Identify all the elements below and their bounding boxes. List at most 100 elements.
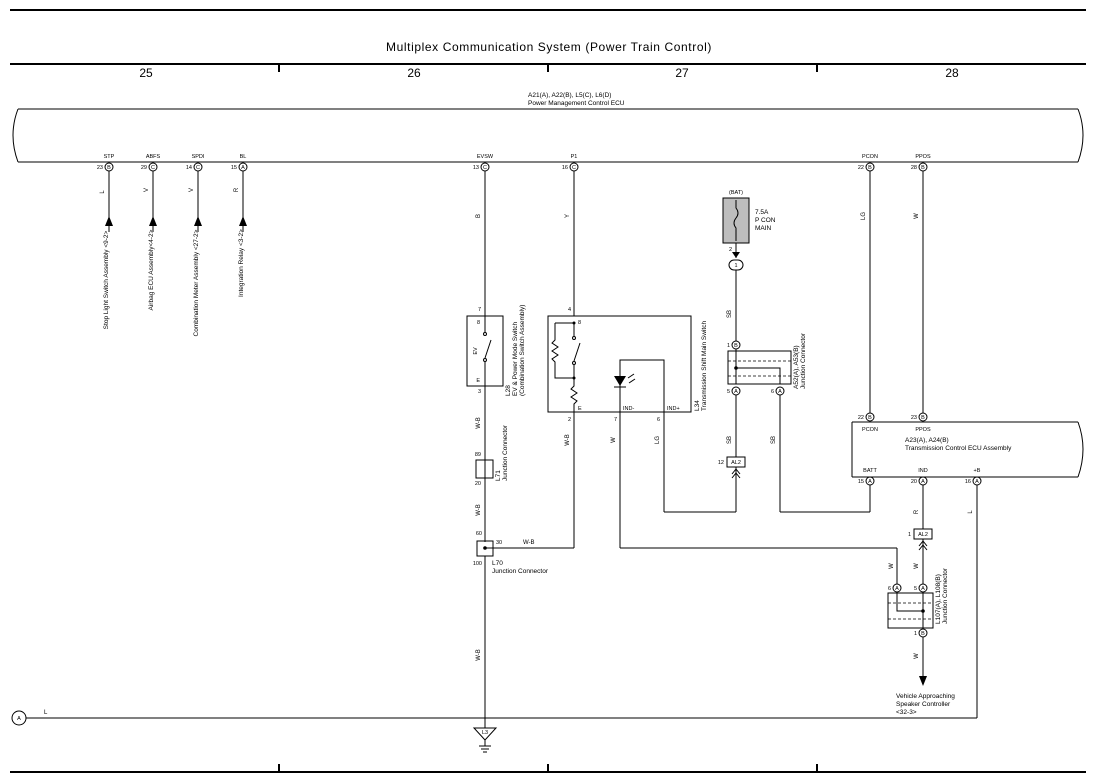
svg-text:60: 60: [476, 531, 482, 537]
svg-text:BATT: BATT: [863, 468, 877, 474]
svg-text:R: R: [234, 187, 240, 192]
svg-text:23: 23: [911, 415, 917, 421]
svg-text:12: 12: [718, 460, 724, 466]
svg-text:B: B: [476, 214, 482, 218]
svg-text:A21(A), A22(B), L5(C), L6(D): A21(A), A22(B), L5(C), L6(D): [528, 92, 611, 99]
svg-text:E: E: [578, 406, 582, 412]
svg-text:100: 100: [473, 561, 482, 567]
svg-text:30: 30: [496, 540, 502, 546]
svg-text:SPDI: SPDI: [192, 154, 205, 160]
svg-text:L34: L34: [694, 400, 701, 411]
power-management-ecu: A21(A), A22(B), L5(C), L6(D) Power Manag…: [12, 92, 1084, 163]
abfs-wire: V Airbag ECU Assembly<4-2>: [144, 171, 157, 310]
svg-text:PPOS: PPOS: [915, 154, 931, 160]
svg-text:A: A: [778, 389, 782, 395]
svg-text:Integration Relay <3-2>: Integration Relay <3-2>: [238, 229, 245, 297]
svg-text:W: W: [611, 437, 617, 443]
svg-text:20: 20: [475, 481, 481, 487]
ind-wire: R AL2 1 W: [908, 485, 933, 584]
svg-text:Transmission Shift Main Switch: Transmission Shift Main Switch: [701, 321, 708, 411]
svg-text:Combination Meter Assembly <27: Combination Meter Assembly <27-2>: [193, 229, 200, 336]
svg-text:14: 14: [186, 165, 192, 171]
svg-text:B: B: [868, 165, 872, 171]
svg-text:L28: L28: [505, 385, 512, 396]
svg-text:Stop Light Switch Assembly <9-: Stop Light Switch Assembly <9-2>: [103, 230, 110, 329]
svg-text:A: A: [241, 165, 245, 171]
svg-text:A52(A), A53(B): A52(A), A53(B): [793, 345, 800, 389]
svg-text:W: W: [914, 653, 920, 659]
svg-text:V: V: [189, 188, 195, 192]
svg-text:ABFS: ABFS: [146, 154, 161, 160]
speaker-wire: W Vehicle Approaching Speaker Controller…: [896, 637, 955, 716]
svg-text:1: 1: [908, 532, 911, 538]
svg-text:IND+: IND+: [667, 406, 680, 412]
svg-text:EV & Power Mode Switch: EV & Power Mode Switch: [512, 322, 519, 396]
a52-right-wire: SB: [771, 395, 871, 513]
grid-col-28: 28: [945, 66, 959, 80]
svg-text:IND-: IND-: [623, 406, 634, 412]
svg-text:15: 15: [858, 479, 864, 485]
l28-ev-power-mode-switch: 7 3 8 E EV L28 EV & Power Mode Switch (C…: [466, 305, 526, 396]
svg-text:L107(A), L108(B): L107(A), L108(B): [935, 574, 942, 624]
stp-wire: L Stop Light Switch Assembly <9-2>: [100, 171, 113, 329]
svg-text:7.5A: 7.5A: [755, 209, 769, 216]
svg-text:AL2: AL2: [731, 460, 741, 466]
svg-text:22: 22: [858, 415, 864, 421]
plus-b-wire: L L: [26, 485, 978, 719]
diagram-title: Multiplex Communication System (Power Tr…: [386, 40, 712, 54]
svg-text:L: L: [44, 710, 48, 716]
grid-col-27: 27: [675, 66, 689, 80]
ind-plus-wire: LG: [655, 412, 736, 513]
svg-text:23: 23: [97, 165, 103, 171]
svg-text:BL: BL: [240, 154, 247, 160]
grid-col-26: 26: [407, 66, 421, 80]
svg-text:89: 89: [475, 452, 481, 458]
svg-text:A: A: [921, 479, 925, 485]
svg-text:20: 20: [911, 479, 917, 485]
svg-text:3: 3: [478, 389, 481, 395]
svg-text:W-B: W-B: [476, 504, 482, 516]
svg-text:IND: IND: [918, 468, 928, 474]
svg-text:(Combination Switch Assembly): (Combination Switch Assembly): [519, 305, 526, 396]
svg-text:A: A: [975, 479, 979, 485]
svg-text:(BAT): (BAT): [729, 190, 743, 196]
svg-text:<32-3>: <32-3>: [896, 709, 917, 716]
svg-text:L: L: [100, 190, 106, 194]
svg-text:B: B: [921, 631, 925, 637]
svg-text:4: 4: [568, 307, 571, 313]
svg-text:Y: Y: [565, 214, 571, 218]
svg-text:W-B: W-B: [476, 649, 482, 661]
svg-text:SB: SB: [727, 436, 733, 444]
svg-text:15: 15: [231, 165, 237, 171]
svg-text:C: C: [196, 165, 200, 171]
svg-text:L3: L3: [482, 730, 488, 736]
svg-text:Junction Connector: Junction Connector: [942, 567, 949, 624]
l107-l108-junction-connector: A 6 A 5 B 1 L107(A), L108(B) Junction Co…: [887, 567, 949, 638]
a52-left-wire: SB AL2 12: [718, 395, 746, 512]
svg-text:PPOS: PPOS: [915, 427, 931, 433]
svg-text:Junction Connector: Junction Connector: [800, 332, 807, 389]
svg-text:Junction Connector: Junction Connector: [502, 424, 509, 481]
svg-text:AL2: AL2: [918, 532, 928, 538]
svg-text:28: 28: [911, 165, 917, 171]
ind-minus-wire: W W: [611, 412, 898, 584]
svg-text:+B: +B: [974, 468, 981, 474]
svg-text:Speaker Controller: Speaker Controller: [896, 701, 951, 708]
pcon-ppos-wires: LG W: [861, 171, 924, 413]
svg-text:B: B: [921, 415, 925, 421]
svg-text:W-B: W-B: [523, 540, 535, 546]
svg-text:SB: SB: [771, 436, 777, 444]
svg-text:6: 6: [888, 586, 891, 592]
svg-text:16: 16: [562, 165, 568, 171]
svg-text:LG: LG: [861, 212, 867, 220]
svg-text:Vehicle Approaching: Vehicle Approaching: [896, 693, 955, 700]
svg-text:A: A: [895, 586, 899, 592]
svg-text:2: 2: [568, 417, 571, 423]
svg-text:EVSW: EVSW: [477, 154, 494, 160]
svg-text:B: B: [107, 165, 111, 171]
l34-transmission-shift-main-switch: 4 2 7 6 8 E IND- IND+ L34 Transmission S…: [547, 307, 708, 423]
fuse-p-con-main: (BAT) 7.5A P CON MAIN 2 1 SB: [722, 190, 776, 341]
svg-text:EV: EV: [473, 347, 479, 355]
svg-text:A: A: [921, 586, 925, 592]
